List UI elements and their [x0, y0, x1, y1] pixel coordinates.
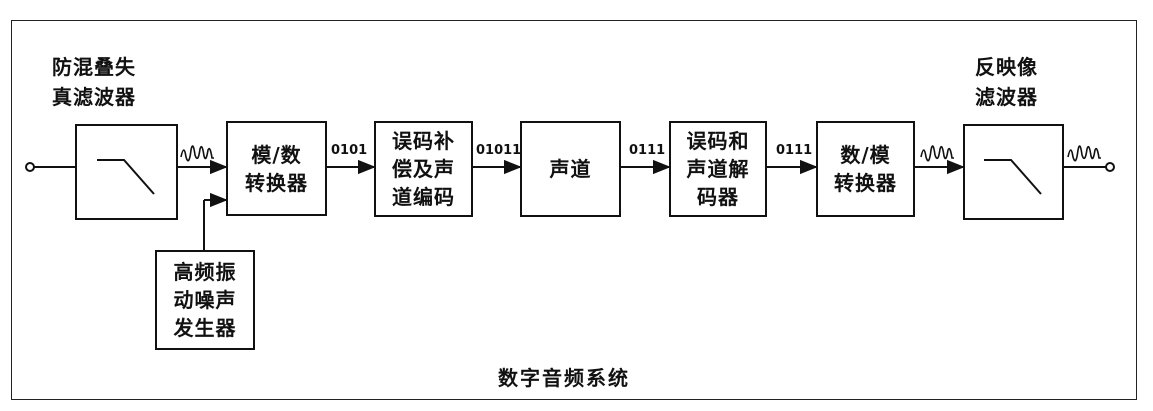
adc-label: 模/数 转换器 — [245, 142, 308, 195]
antialias-filter-label: 防混叠失 真滤波器 — [52, 55, 136, 109]
lowpass-filter-icon — [96, 159, 155, 195]
encoder-label: 误码补 偿及声 道编码 — [392, 129, 455, 209]
output-terminal — [1105, 162, 1115, 172]
diagram-frame — [11, 20, 1137, 400]
bitstream-label-3: 0111 — [629, 143, 666, 158]
decoder-label: 误码和 声道解 码器 — [686, 129, 750, 209]
waveform-1 — [180, 145, 214, 162]
channel-label: 声道 — [549, 157, 592, 181]
noise-generator-label: 高频振 动噪声 发生器 — [173, 260, 237, 340]
decoder-block: 误码和 声道解 码器 — [669, 121, 767, 217]
dac-block: 数/模 转换器 — [816, 121, 915, 217]
waveform-3 — [1067, 145, 1101, 162]
dac-label: 数/模 转换器 — [834, 143, 897, 195]
bitstream-label-2: 01011 — [476, 143, 522, 158]
reconstruction-filter-label: 反映像 滤波器 — [975, 55, 1038, 109]
bitstream-label-1: 0101 — [331, 143, 368, 158]
diagram-caption: 数字音频系统 — [498, 366, 630, 390]
lowpass-filter-icon — [983, 159, 1042, 195]
channel-block: 声道 — [520, 121, 621, 217]
input-terminal — [25, 162, 35, 172]
reconstruction-filter-block — [963, 124, 1064, 220]
noise-generator-block: 高频振 动噪声 发生器 — [155, 250, 255, 350]
antialias-filter-block — [75, 124, 178, 220]
waveform-2 — [920, 145, 954, 162]
encoder-block: 误码补 偿及声 道编码 — [374, 121, 473, 217]
bitstream-label-4: 0111 — [776, 143, 813, 158]
adc-block: 模/数 转换器 — [226, 121, 327, 216]
